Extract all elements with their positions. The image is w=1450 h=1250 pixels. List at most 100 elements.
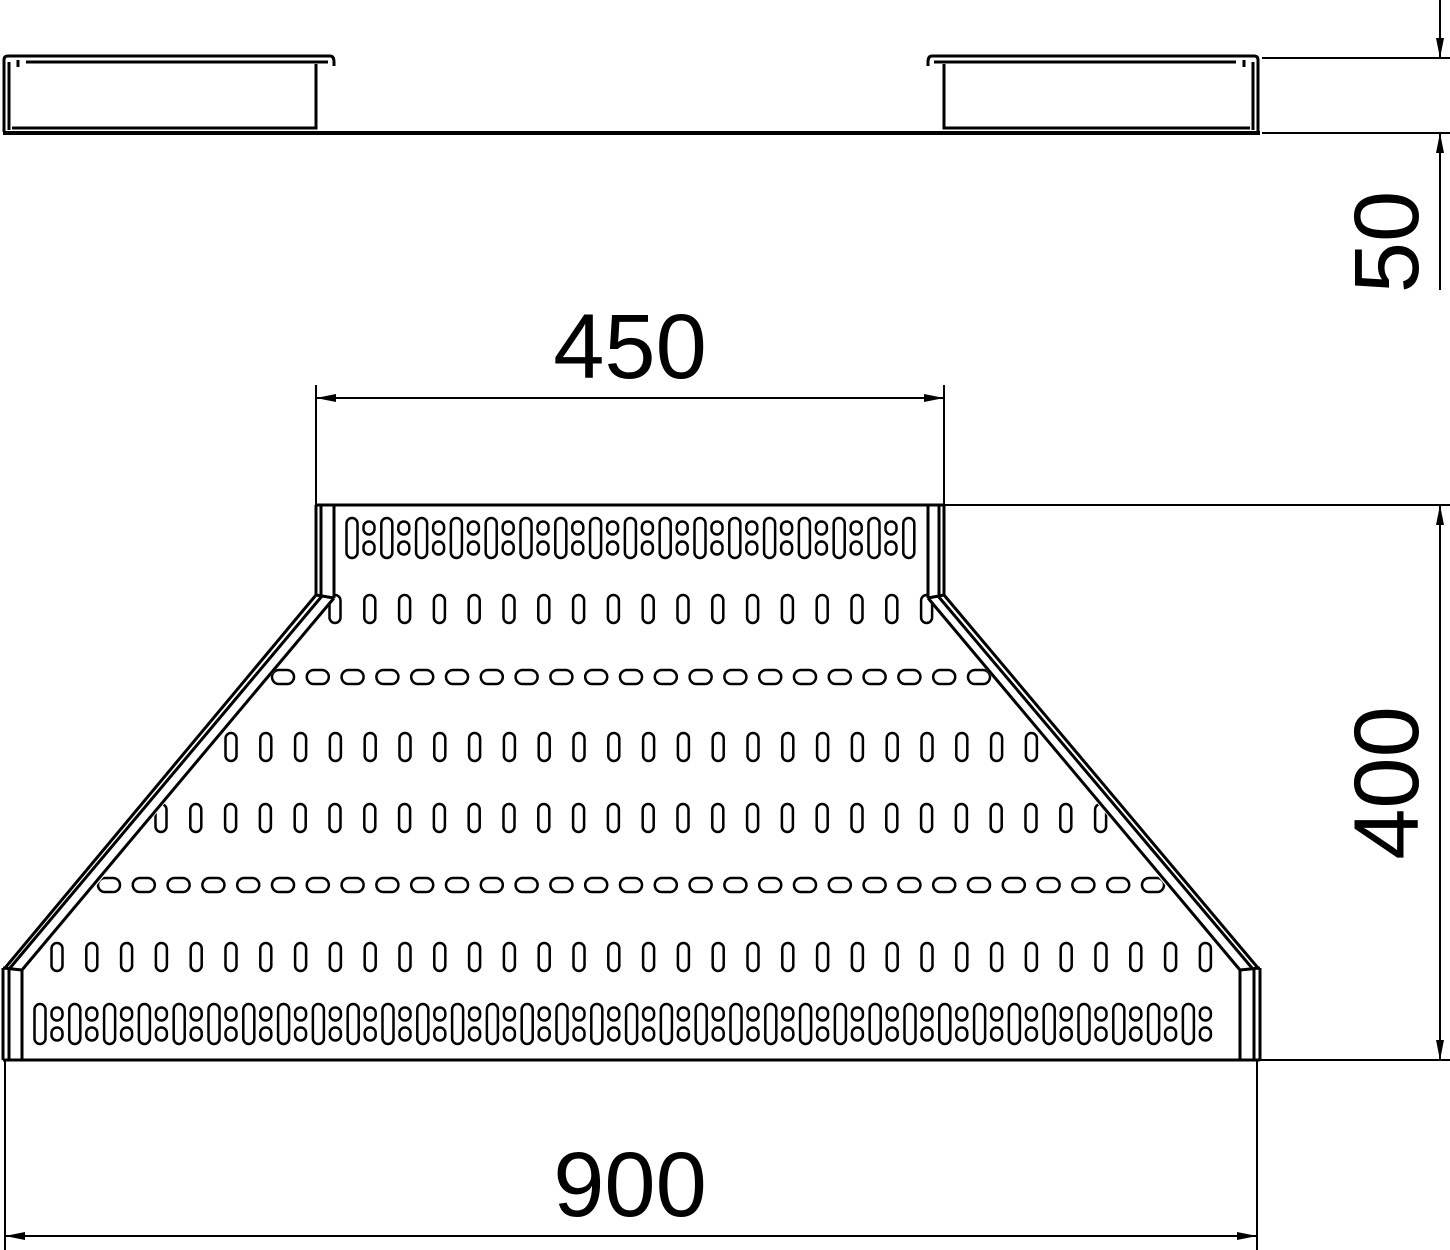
slot-hole [467,941,482,973]
slot-hole [659,1002,674,1046]
slot-hole [433,731,447,763]
dim-400-extension [944,504,1450,1061]
slot-hole [467,802,481,834]
round-hole [1198,1026,1213,1042]
slot-hole [345,516,359,560]
oval-hole [1001,876,1027,894]
slot-hole [1024,941,1039,973]
slot-hole [571,593,586,625]
oval-hole [444,876,470,894]
round-hole [259,1026,273,1042]
slot-hole [485,1002,500,1046]
round-hole [849,520,863,536]
oval-hole [618,876,644,894]
slot-hole [1077,1002,1091,1046]
round-hole [781,1006,795,1022]
left-diagonal-flange [3,593,336,971]
round-hole [850,1026,865,1042]
right-diagonal-flange [926,593,1260,971]
oval-hole [409,876,435,894]
slot-hole [885,941,899,973]
round-hole [885,1026,899,1042]
slot-hole [33,1002,47,1046]
slot-hole [381,1002,395,1046]
round-hole [640,540,655,556]
slot-hole [746,731,760,763]
round-hole [640,520,655,536]
oval-hole [549,668,574,686]
oval-hole [1140,876,1166,894]
slot-hole [1059,941,1073,973]
slot-hole [903,1002,917,1046]
slot-hole [363,593,377,625]
round-hole [920,1006,934,1022]
slot-hole [745,593,760,625]
dim-900-label: 900 [553,1134,707,1236]
oval-hole [862,876,887,894]
round-hole [536,540,550,556]
slot-hole [433,941,447,973]
slot-hole [588,516,603,560]
slot-hole [363,941,377,973]
slot-hole [815,941,830,973]
round-hole [571,540,585,556]
oval-hole [757,668,783,686]
slot-hole [676,731,691,763]
slot-hole [989,941,1004,973]
slot-hole [68,1002,82,1046]
oval-hole [583,876,609,894]
round-hole [676,1026,691,1042]
slot-hole [1112,1002,1126,1046]
slot-hole [762,516,777,560]
oval-hole [444,668,470,686]
slot-hole [815,731,830,763]
round-hole [466,520,481,536]
round-hole [955,1006,969,1022]
round-hole [362,520,376,536]
round-hole [362,540,376,556]
oval-hole [270,876,296,894]
slot-hole [623,516,638,560]
oval-hole [688,668,713,686]
right-bottom-flange [1238,966,1262,1060]
round-hole [293,1006,308,1022]
oval-hole [827,668,853,686]
round-hole [537,1026,551,1042]
slot-hole [989,731,1004,763]
oval-hole [966,668,992,686]
dim-900-extension [4,1060,1258,1250]
slot-hole [172,1002,186,1046]
slot-hole [346,1002,360,1046]
round-hole [189,1026,203,1042]
slot-hole [850,593,864,625]
round-hole [363,1026,377,1042]
round-hole [502,1026,517,1042]
slot-hole [414,516,429,560]
round-hole [675,520,689,536]
round-hole [815,1006,830,1022]
oval-hole [514,876,539,894]
slot-hole [85,941,99,973]
oval-hole [827,876,853,894]
round-hole [189,1006,203,1022]
slot-hole [955,941,969,973]
round-hole [1129,1026,1143,1042]
round-hole [537,1006,551,1022]
slot-hole [590,1002,604,1046]
slot-hole [780,802,795,834]
oval-hole [131,876,157,894]
slot-hole [449,516,464,560]
oval-hole [305,876,331,894]
round-hole [397,520,411,536]
slot-hole [676,941,691,973]
round-hole [605,540,620,556]
slot-hole [555,1002,569,1046]
slot-hole [850,731,865,763]
slot-hole [1094,941,1108,973]
slot-hole [658,516,672,560]
round-hole [710,520,724,536]
slot-hole [746,941,760,973]
slot-hole [693,516,707,560]
round-hole [1163,1026,1178,1042]
slot-hole [502,731,517,763]
